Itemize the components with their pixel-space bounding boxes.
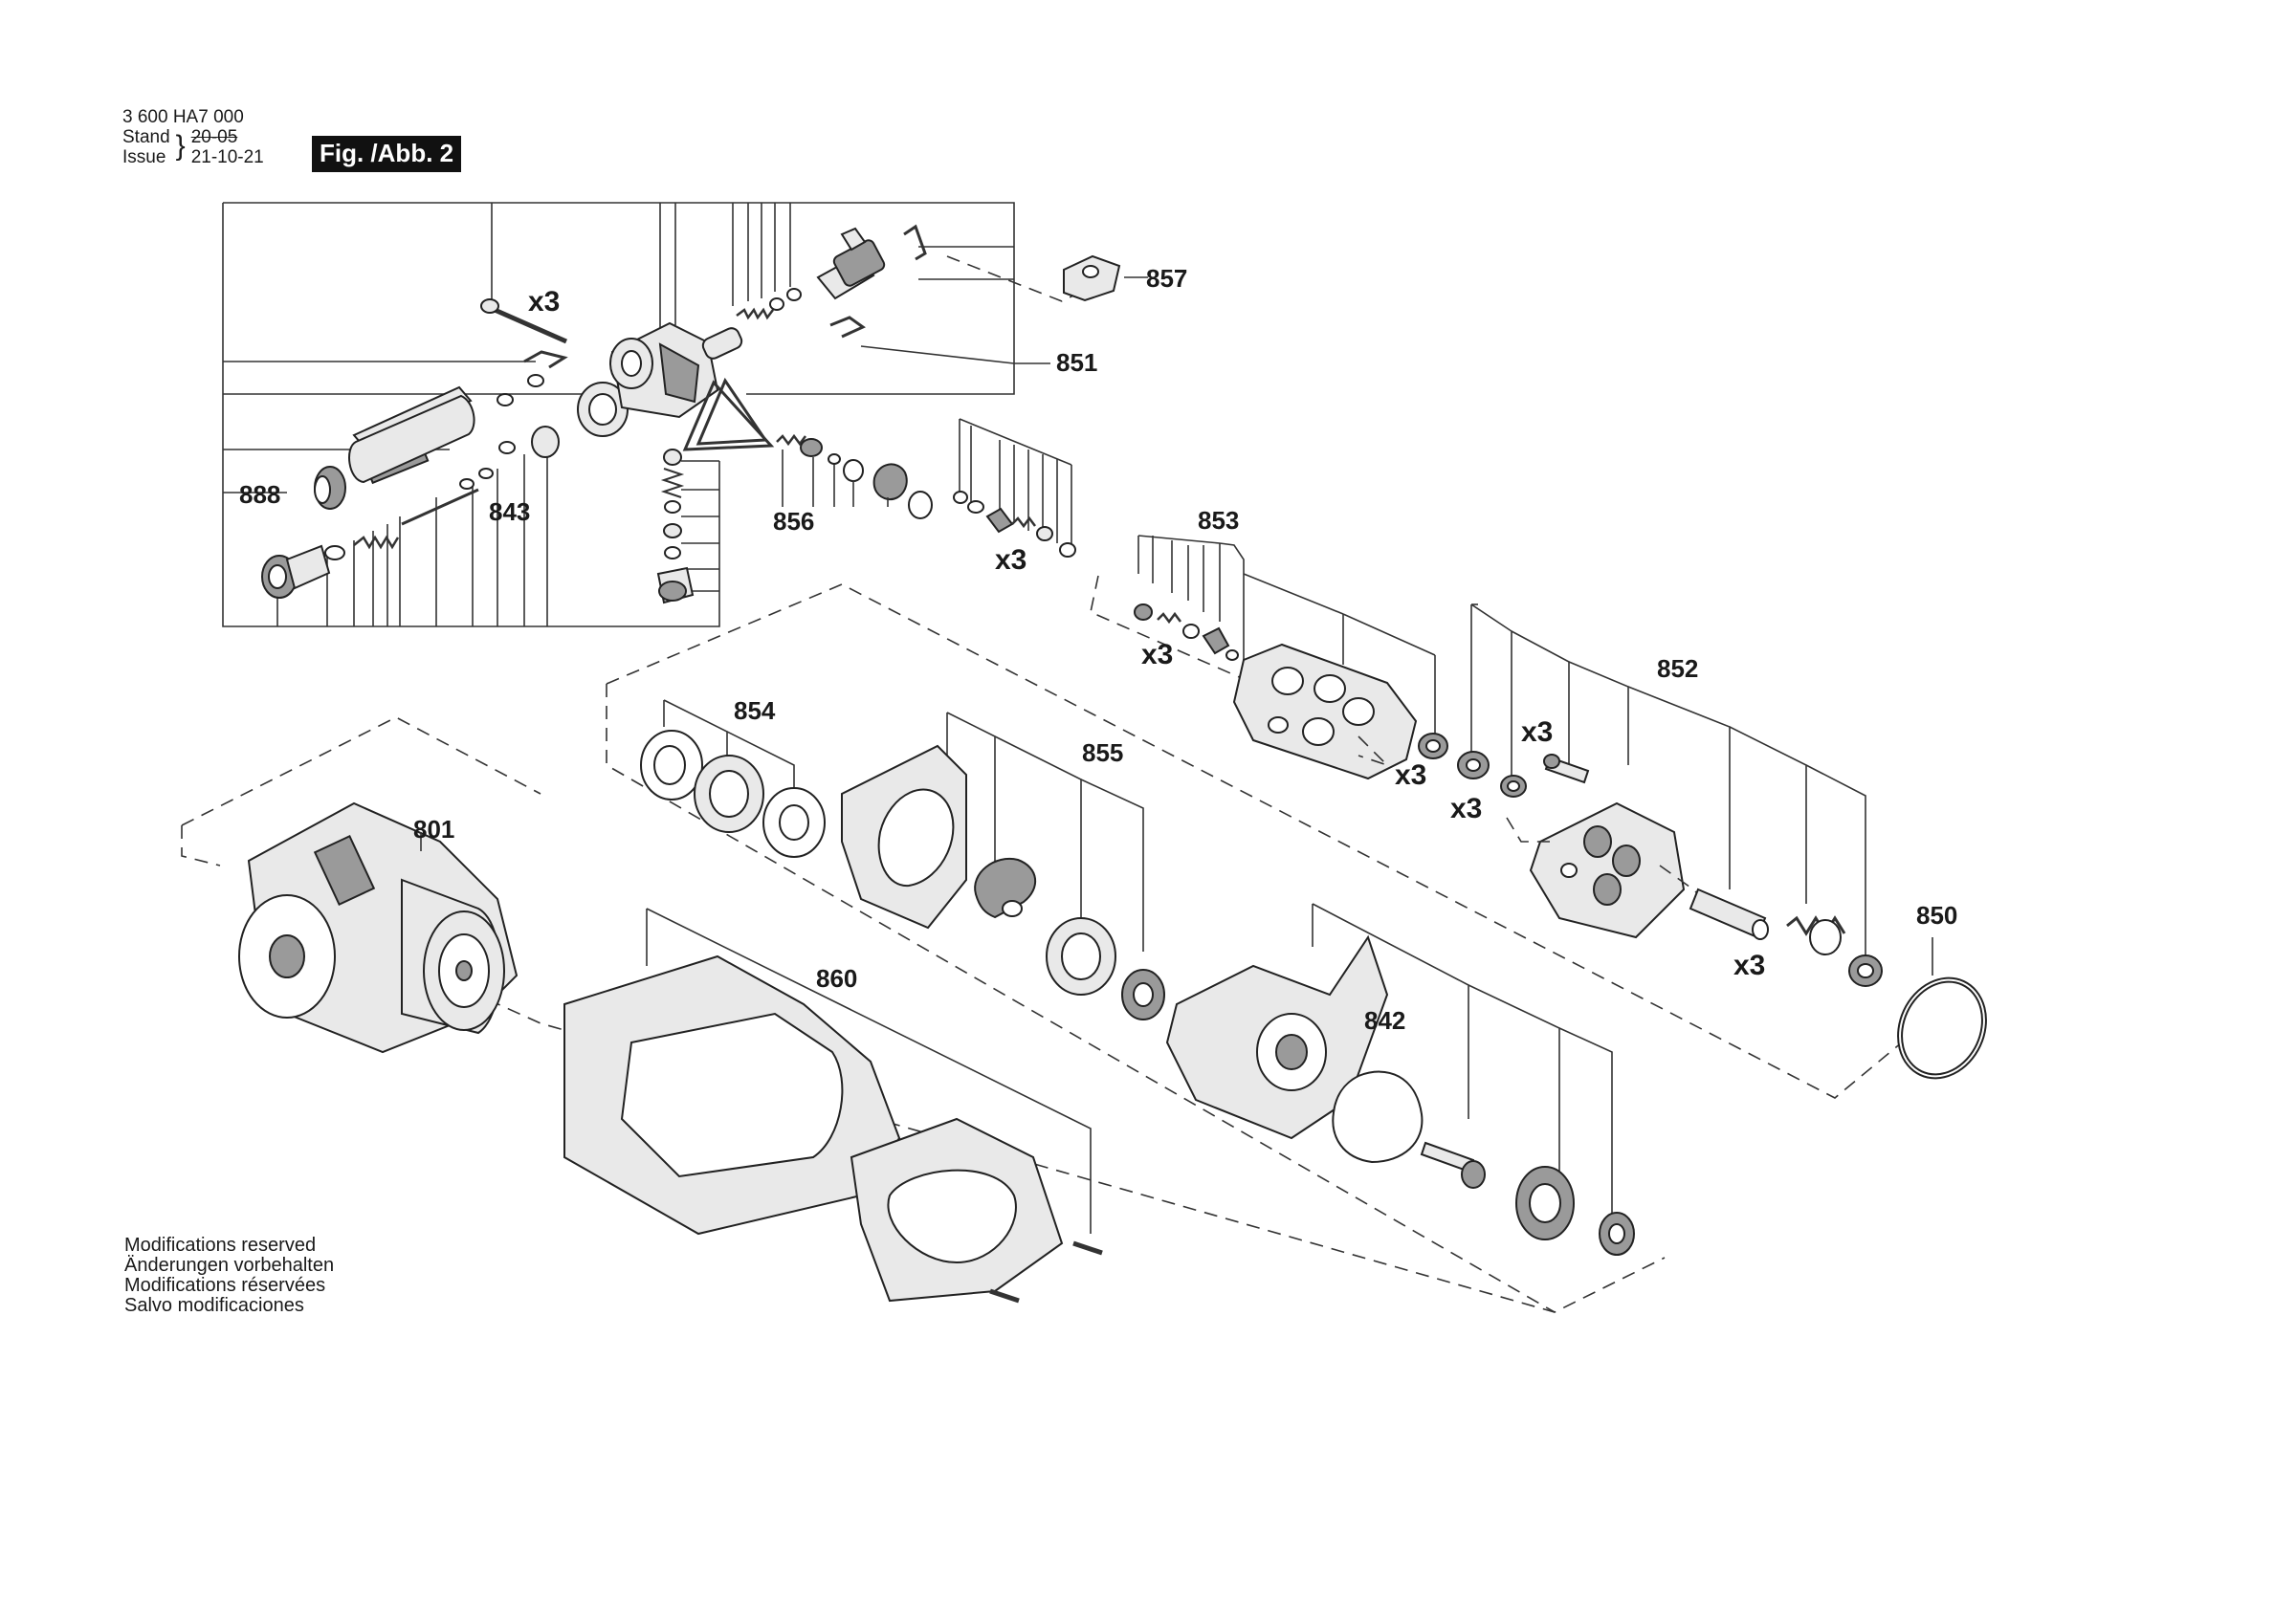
brace-symbol: } — [175, 130, 186, 162]
note-de: Änderungen vorbehalten — [124, 1255, 335, 1276]
motor-801 — [238, 801, 519, 1054]
callout-853: 853 — [1198, 506, 1239, 535]
figure-label: Fig. /Abb. 2 — [312, 136, 462, 172]
cap-857 — [1063, 254, 1148, 302]
pump-group-outline — [606, 583, 1914, 1099]
seals-854 — [640, 699, 826, 858]
issue-date: 21-10-21 — [190, 147, 264, 167]
revision-dates: 20-05 21-10-21 — [191, 127, 264, 167]
revision-labels: Stand Issue — [122, 127, 170, 167]
assembly-852 — [1457, 603, 1883, 987]
multiplier-853-b: x3 — [1141, 639, 1173, 670]
callout-855: 855 — [1082, 738, 1123, 767]
gearbox-842 — [1165, 903, 1635, 1256]
revision-block: Stand Issue } 20-05 21-10-21 — [122, 127, 264, 167]
oring-850 — [1897, 937, 1987, 1080]
part-number: 3 600 HA7 000 — [122, 107, 244, 127]
note-es: Salvo modificaciones — [124, 1295, 304, 1316]
callout-852: 852 — [1657, 654, 1698, 683]
callout-843: 843 — [489, 497, 530, 526]
valves-853 — [953, 418, 1448, 780]
multiplier-screws-852: x3 — [1521, 716, 1553, 748]
multiplier-853-a: x3 — [995, 544, 1027, 576]
motor-group-outline — [606, 684, 1556, 1313]
note-fr: Modifications réservées — [124, 1275, 326, 1296]
multiplier-bolt: x3 — [528, 286, 560, 318]
assembly-856 — [776, 433, 933, 519]
multiplier-seals-b: x3 — [1450, 793, 1482, 824]
head-assembly-parts — [261, 224, 927, 604]
issue-label: Issue — [122, 147, 166, 167]
document-header: 3 600 HA7 000 Stand Issue } 20-05 21-10-… — [122, 107, 264, 167]
housing-860 — [563, 908, 1103, 1304]
head-assembly-frame — [222, 202, 1015, 627]
callout-856: 856 — [773, 507, 814, 536]
callout-857: 857 — [1146, 264, 1187, 293]
callout-850: 850 — [1916, 901, 1957, 930]
callout-888: 888 — [239, 480, 280, 509]
modification-notes: Modifications reserved Änderungen vorbeh… — [124, 1236, 334, 1316]
callout-851: 851 — [1056, 348, 1097, 377]
note-en: Modifications reserved — [124, 1235, 317, 1256]
callout-854: 854 — [734, 696, 776, 725]
callout-842: 842 — [1364, 1006, 1405, 1035]
cover-855 — [841, 712, 1165, 1020]
callout-860: 860 — [816, 964, 857, 993]
callout-801: 801 — [413, 815, 454, 844]
multiplier-springs-852: x3 — [1733, 950, 1765, 981]
multiplier-seals-a: x3 — [1395, 759, 1426, 791]
old-date: 20-05 — [190, 127, 238, 147]
stand-label: Stand — [122, 127, 170, 147]
